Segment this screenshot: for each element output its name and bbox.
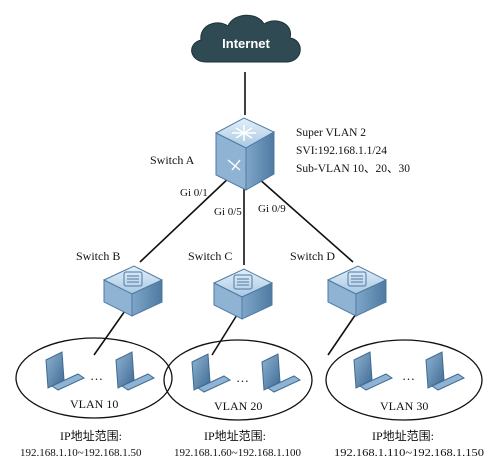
lan-ellipse (325, 339, 483, 421)
switch-b-label: Switch B (76, 249, 120, 263)
ip-caption-vlan-30: IP地址范围: (372, 429, 434, 443)
internet-label: Internet (222, 36, 270, 51)
switch-c-icon (212, 268, 274, 320)
lan-group-vlan-30: … VLAN 30 (325, 339, 483, 421)
ellipsis-dots: … (90, 368, 103, 383)
switch-c-label: Switch C (188, 249, 232, 263)
ellipsis-dots: … (402, 368, 415, 383)
vlan-20-label: VLAN 20 (214, 399, 262, 413)
switch-d-label: Switch D (290, 249, 335, 263)
pc-icon (115, 351, 156, 391)
switch-d-icon (326, 265, 388, 317)
port-gi-0-5-label: Gi 0/5 (214, 206, 242, 218)
ip-caption-vlan-10: IP地址范围: (60, 429, 122, 443)
pc-icon (261, 353, 302, 393)
lan-ellipse (15, 337, 173, 419)
link-a-d (257, 177, 354, 263)
vlan-30-label: VLAN 30 (380, 399, 428, 413)
vlan-10-label: VLAN 10 (70, 397, 118, 411)
switch-b-icon (102, 265, 164, 317)
port-gi-0-9-label: Gi 0/9 (258, 203, 286, 215)
switch-a-label: Switch A (150, 153, 195, 167)
lan-group-vlan-20: … VLAN 20 (163, 339, 313, 421)
pc-icon (45, 351, 86, 391)
ip-caption-vlan-20: IP地址范围: (204, 429, 266, 443)
pc-icon (353, 351, 394, 391)
ellipsis-dots: … (236, 370, 249, 385)
lan-ellipse (163, 339, 313, 421)
link-c-lan (211, 309, 241, 356)
sub-vlan-text: Sub-VLAN 10、20、30 (296, 163, 410, 175)
svi-text: SVI:192.168.1.1/24 (296, 145, 387, 157)
lan-group-vlan-10: … VLAN 10 (15, 337, 173, 419)
port-gi-0-1-label: Gi 0/1 (180, 187, 208, 199)
ip-range-vlan-20: 192.168.1.60~192.168.1.100 (174, 447, 301, 459)
pc-icon (191, 353, 232, 393)
link-a-b (139, 174, 233, 263)
ip-range-vlan-10: 192.168.1.10~192.168.1.50 (20, 447, 142, 459)
pc-icon (425, 351, 466, 391)
link-b-lan (93, 307, 128, 356)
ip-range-vlan-30: 192.168.1.110~192.168.1.150 (334, 447, 485, 459)
switch-a-icon (214, 117, 276, 191)
internet-cloud-icon: Internet (191, 14, 301, 63)
super-vlan-text: Super VLAN 2 (296, 127, 366, 139)
